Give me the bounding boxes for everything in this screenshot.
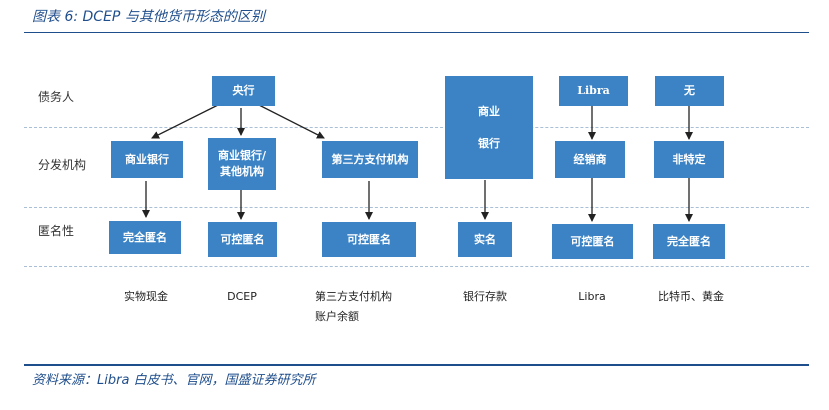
node-full-anon-cash: 完全匿名: [109, 221, 181, 254]
node-controllable-anon-third-party: 可控匿名: [322, 222, 416, 257]
node-commercial-bank-tall: 商业 银行: [445, 76, 533, 179]
arrow-central-to-third-party: [256, 103, 325, 139]
source-note: 资料来源：Libra 白皮书、官网，国盛证券研究所: [32, 373, 316, 388]
divider-3: [24, 266, 809, 267]
column-label-bitcoin-gold: 比特币、黄金: [658, 290, 724, 303]
node-libra: Libra: [559, 76, 628, 106]
node-controllable-anon-libra: 可控匿名: [552, 224, 633, 259]
row-label-issuer: 分发机构: [38, 158, 87, 172]
column-label-cash: 实物现金: [124, 290, 168, 303]
column-label-libra: Libra: [578, 290, 606, 303]
arrow-central-to-commercial: [151, 103, 221, 139]
row-label-anonymity: 匿名性: [38, 224, 75, 238]
node-commercial-bank-other: 商业银行/ 其他机构: [208, 138, 276, 190]
figure-title: 图表 6: DCEP 与其他货币形态的区别: [32, 9, 265, 25]
top-rule: [24, 32, 809, 33]
node-distributor: 经销商: [555, 141, 625, 178]
bottom-rule: [24, 364, 809, 366]
node-full-anon-bitcoin: 完全匿名: [653, 224, 725, 259]
column-label-third-party-balance: 第三方支付机构 账户余额: [315, 290, 392, 323]
column-label-bank-deposit: 银行存款: [463, 290, 507, 303]
node-controllable-anon-dcep: 可控匿名: [208, 222, 277, 257]
divider-1: [24, 127, 809, 128]
node-commercial-bank: 商业银行: [111, 141, 183, 178]
node-non-specific: 非特定: [654, 141, 724, 178]
divider-2: [24, 207, 809, 208]
node-central-bank: 央行: [212, 76, 275, 106]
row-label-debtor: 债务人: [38, 90, 75, 104]
node-third-party: 第三方支付机构: [322, 141, 418, 178]
column-label-dcep: DCEP: [227, 290, 257, 303]
node-none: 无: [655, 76, 724, 106]
node-real-name: 实名: [458, 222, 512, 257]
